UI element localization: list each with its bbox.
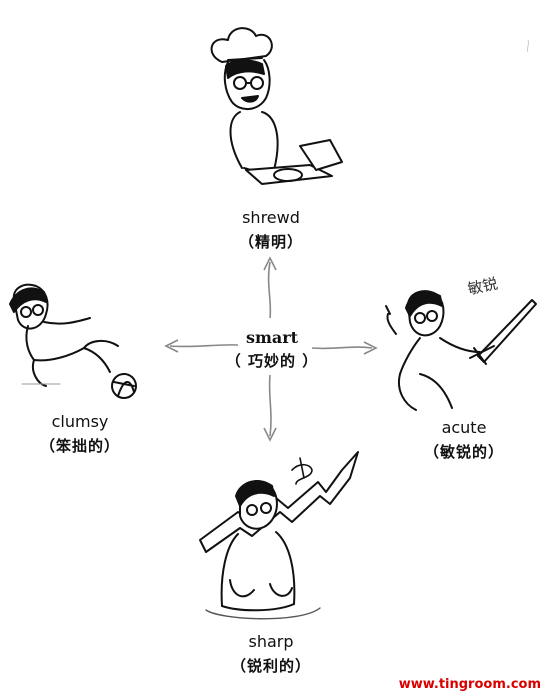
- smart-english: smart: [245, 328, 299, 347]
- arrow-up: [267, 261, 272, 319]
- arrow-right: [311, 346, 373, 350]
- acute-figure: [385, 290, 537, 411]
- shrewd-english: shrewd: [242, 208, 300, 227]
- arrow-down: [268, 374, 272, 437]
- acute-label: acute （敏锐的）: [412, 418, 516, 462]
- arrowhead-up: [263, 256, 277, 271]
- shrewd-label: shrewd （精明）: [219, 208, 323, 252]
- acute-chinese: （敏锐的）: [423, 443, 504, 461]
- arrows: [164, 256, 378, 442]
- clumsy-chinese: （笨拙的）: [39, 437, 120, 455]
- handwritten-note: 敏锐: [466, 274, 499, 298]
- site-credit: www.tingroom.com: [398, 677, 541, 692]
- corner-mark: [526, 39, 530, 53]
- chef-figure: [210, 27, 343, 185]
- sharp-figure: [199, 451, 359, 620]
- smart-chinese: （ 巧妙的 ）: [225, 352, 319, 370]
- sharp-chinese: （锐利的）: [230, 657, 311, 675]
- shrewd-chinese: （精明）: [238, 233, 303, 251]
- sharp-label: sharp （锐利的）: [219, 632, 323, 676]
- arrowhead-left: [164, 339, 179, 353]
- smart-label: smart （ 巧妙的 ）: [214, 328, 330, 371]
- arrowhead-down: [263, 427, 277, 442]
- clumsy-label: clumsy （笨拙的）: [28, 412, 132, 456]
- sharp-english: sharp: [248, 632, 294, 651]
- arrow-left: [169, 344, 239, 348]
- acute-english: acute: [441, 418, 487, 437]
- arrowhead-right: [363, 341, 378, 355]
- clumsy-figure: [9, 283, 137, 399]
- clumsy-english: clumsy: [51, 412, 109, 431]
